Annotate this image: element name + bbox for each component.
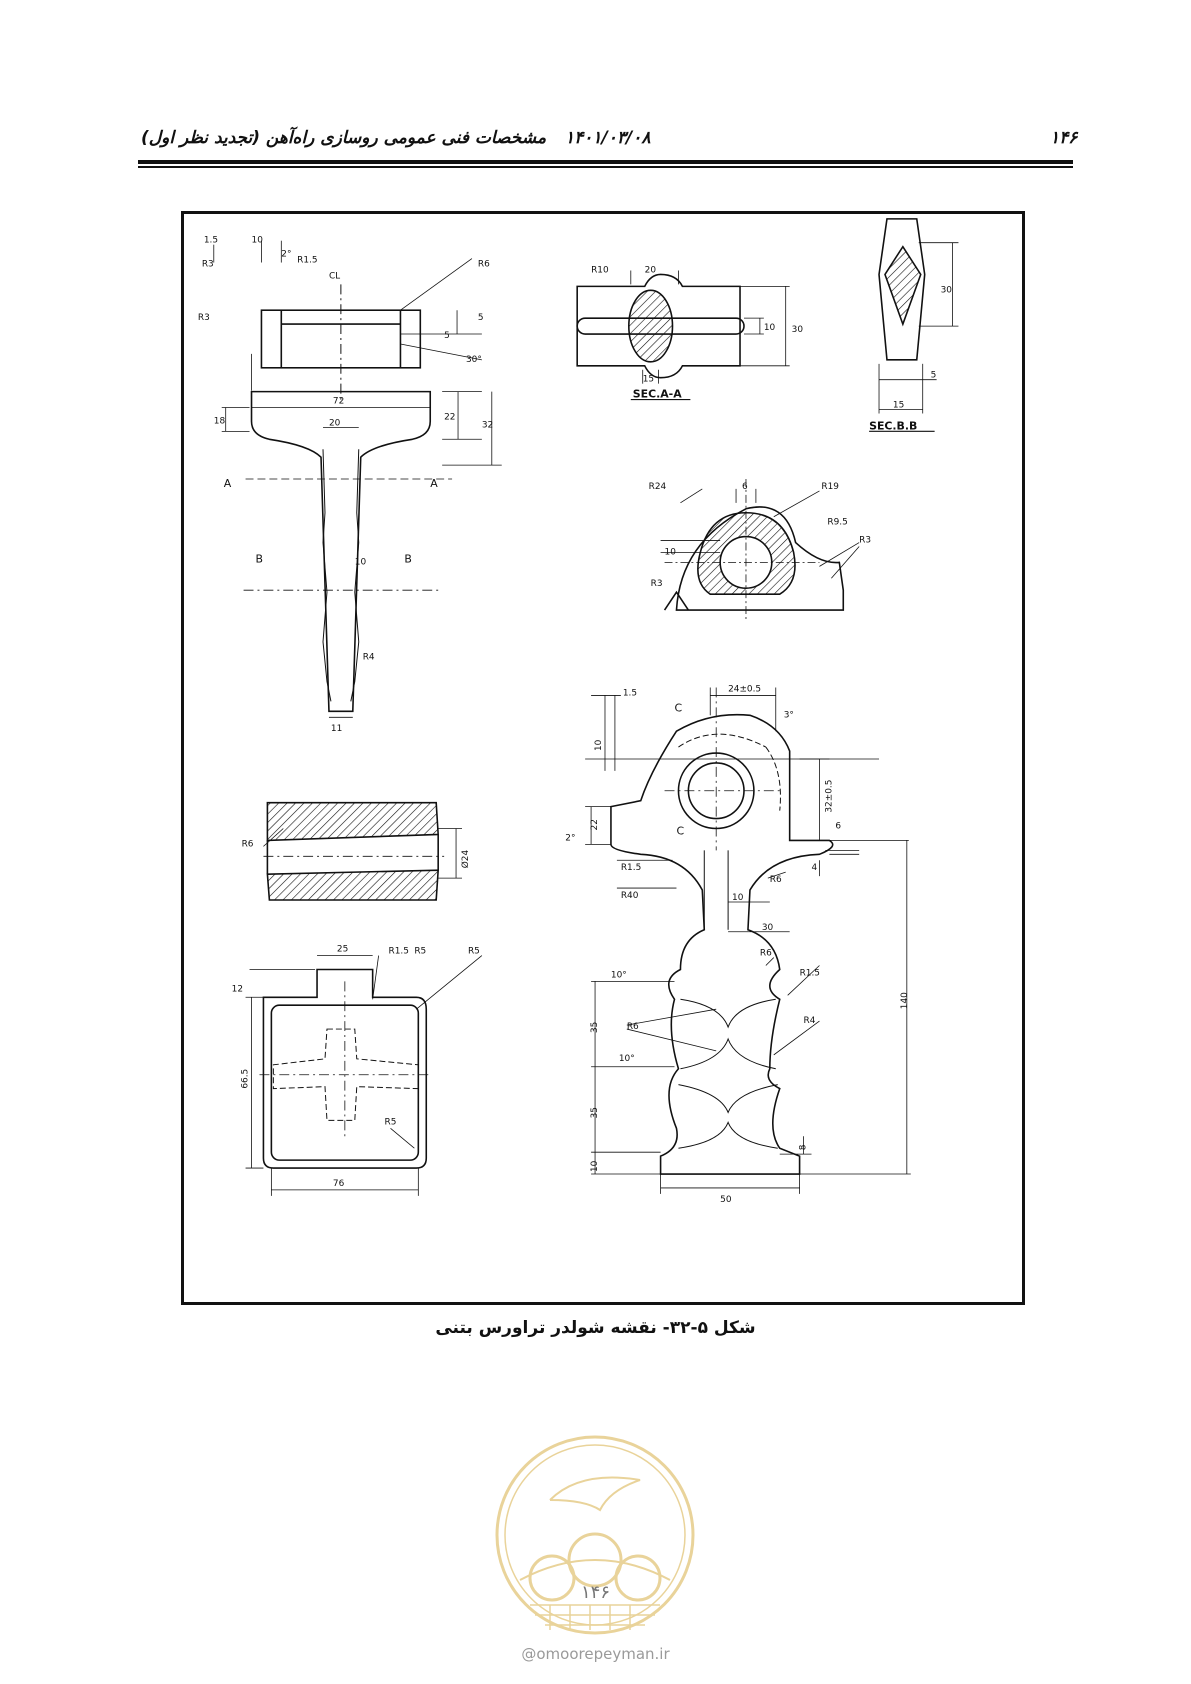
label-r5-c: R5 (385, 1117, 397, 1127)
dim-15-a: 15 (643, 375, 654, 385)
side-elevation (585, 687, 911, 1194)
footer-url: @omoorepeyman.ir (521, 1645, 670, 1663)
dim-11: 11 (331, 724, 342, 734)
label-r6-a: R6 (478, 260, 490, 270)
header-rule (138, 160, 1073, 164)
label-r3-d: R3 (651, 579, 663, 589)
dim-d24: Ø24 (460, 850, 471, 869)
label-r3-c: R3 (859, 536, 871, 546)
label-cl: CL (329, 271, 340, 281)
sleeve-section (263, 801, 463, 901)
header-book-title: مشخصات فنی عمومی روسازی راه‌آهن (تجدید ن… (141, 128, 547, 148)
dim-10-c: 10 (764, 323, 776, 333)
dim-3deg: 3° (784, 710, 794, 720)
dim-6-a: 6 (742, 482, 748, 492)
shoulder-drawing: 1.5 10 2° R1.5 R3 R3 CL R6 5 5 30° 72 20… (198, 218, 959, 1205)
dim-32-pm: 32±0.5 (824, 780, 834, 813)
dim-10deg-b: 10° (619, 1054, 635, 1064)
dim-2deg: 2° (281, 250, 291, 260)
label-r19: R19 (821, 482, 839, 492)
dim-5-b: 5 (478, 313, 484, 323)
dim-35-b: 35 (590, 1107, 600, 1118)
dim-20-b: 20 (645, 265, 657, 275)
section-b-right: B (404, 552, 411, 565)
section-b-left: B (255, 552, 262, 565)
dim-22-b: 22 (590, 819, 600, 830)
dim-5-a: 5 (444, 331, 450, 341)
label-r4-a: R4 (363, 653, 375, 663)
label-r15-b: R1.5 (389, 947, 409, 957)
dim-50: 50 (720, 1195, 732, 1205)
dim-66-5: 66.5 (241, 1069, 251, 1089)
dim-15-b: 15 (893, 401, 904, 411)
dim-35-a: 35 (590, 1022, 600, 1033)
label-r3-a: R3 (202, 260, 214, 270)
dim-18: 18 (214, 416, 226, 426)
front-view (213, 240, 502, 718)
label-r3-b: R3 (198, 313, 210, 323)
dim-5-c: 5 (931, 371, 937, 381)
label-sec-bb: SEC.B.B (869, 419, 917, 432)
section-a-a (576, 270, 790, 401)
plan-view (245, 955, 483, 1196)
dim-25: 25 (337, 945, 348, 955)
header-rule-thin (138, 166, 1073, 168)
dim-10-e: 10 (594, 739, 604, 751)
head-detail (660, 478, 860, 622)
dim-10: 10 (252, 236, 264, 246)
label-r15-d: R1.5 (800, 968, 820, 978)
dim-10-g: 10 (590, 1160, 600, 1172)
dim-4: 4 (812, 863, 818, 873)
dim-6-b: 6 (835, 821, 841, 831)
header-date: ۱۴۰۱/۰۳/۰۸ (565, 128, 651, 148)
dim-76: 76 (333, 1179, 345, 1189)
dim-30-a: 30 (792, 325, 804, 335)
label-r5-a: R5 (414, 947, 426, 957)
section-b-b (869, 218, 959, 432)
dim-1-5-b: 1.5 (623, 688, 637, 698)
dim-30-c: 30 (762, 923, 774, 933)
dim-12: 12 (232, 984, 243, 994)
label-r5-b: R5 (468, 947, 480, 957)
label-sec-aa: SEC.A-A (633, 388, 682, 401)
dim-72: 72 (333, 397, 344, 407)
label-r15-a: R1.5 (297, 256, 317, 266)
dim-1-5: 1.5 (204, 236, 218, 246)
dim-24-pm: 24±0.5 (728, 684, 761, 694)
label-r15-c: R1.5 (621, 863, 641, 873)
footer-page-number: ۱۴۶ (580, 1582, 610, 1603)
section-c-top: C (674, 701, 682, 714)
dim-22: 22 (444, 412, 455, 422)
dim-140: 140 (900, 992, 910, 1009)
label-r9-5: R9.5 (827, 518, 847, 528)
dim-8: 8 (799, 1144, 809, 1150)
watermark-logo (495, 1435, 695, 1635)
dim-2deg-b: 2° (565, 833, 575, 843)
label-r4-b: R4 (804, 1016, 816, 1026)
dim-20: 20 (329, 418, 341, 428)
section-a-right: A (430, 477, 438, 490)
label-r6-d: R6 (760, 949, 772, 959)
dim-10-f: 10 (732, 893, 744, 903)
figure-frame: 1.5 10 2° R1.5 R3 R3 CL R6 5 5 30° 72 20… (181, 211, 1025, 1305)
dim-32: 32 (482, 420, 493, 430)
dim-10-d: 10 (665, 547, 677, 557)
label-r6-c: R6 (770, 875, 782, 885)
label-r24: R24 (649, 482, 667, 492)
dim-10-b: 10 (355, 557, 367, 567)
label-r10: R10 (591, 265, 609, 275)
figure-caption: شکل ۵-۳۲- نقشه شولدر تراورس بتنی (435, 1318, 756, 1338)
page-number-header: ۱۴۶ (1050, 128, 1078, 148)
label-r6-e: R6 (627, 1022, 639, 1032)
dim-30-b: 30 (941, 285, 953, 295)
dim-30deg: 30° (466, 355, 482, 365)
section-c-bottom: C (676, 824, 684, 837)
label-r40: R40 (621, 891, 639, 901)
section-a-left: A (224, 477, 232, 490)
dim-10deg-a: 10° (611, 970, 627, 980)
label-r6-b: R6 (242, 839, 254, 849)
